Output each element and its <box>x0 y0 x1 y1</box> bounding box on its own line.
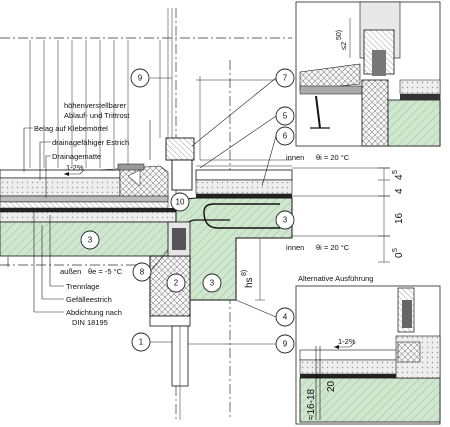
callout-4: 4 <box>283 313 288 322</box>
label-hs: hs <box>244 277 255 288</box>
callout-9-top: 9 <box>138 74 143 83</box>
facade-mullions <box>29 8 173 168</box>
label-drain-2: Ablauf- und Trittrost <box>64 111 130 120</box>
dim-3: 16 <box>394 212 405 224</box>
callout-5: 5 <box>283 112 288 121</box>
dim-4: 0 <box>394 252 405 258</box>
drain-grating <box>117 163 145 171</box>
label-gefaelleestrich: Gefälleestrich <box>66 295 112 304</box>
callouts: 9 7 5 6 10 3 3 3 2 8 4 1 9 <box>80 68 295 354</box>
label-theta-out: θe = -5 °C <box>88 267 123 276</box>
label-aussen: außen <box>60 267 81 276</box>
callout-8: 8 <box>140 268 145 277</box>
label-belag: Belag auf Klebemörtel <box>34 124 108 133</box>
label-slope-main: 1-2% <box>66 163 84 172</box>
label-hs-sup: 8) <box>241 270 248 276</box>
concrete-slab <box>175 197 293 301</box>
callout-10: 10 <box>176 198 185 207</box>
callout-9-bottom: 9 <box>283 340 288 349</box>
callout-3-left: 3 <box>88 236 93 245</box>
alt-slope: 1-2% <box>338 337 356 346</box>
dim-4-sup: 5 <box>392 248 399 252</box>
dimension-chain: 4 5 4 16 0 5 <box>292 167 405 263</box>
label-trennlage: Trennlage <box>66 282 100 291</box>
dim-1-sup: 5 <box>392 170 399 174</box>
label-abdichtung-2: DIN 18195 <box>72 318 108 327</box>
detail-top-dim-sup: 50) <box>336 30 343 40</box>
callout-3-lower: 3 <box>210 279 215 288</box>
alt-title: Alternative Ausführung <box>298 274 373 283</box>
label-innen-top: innen <box>286 153 304 162</box>
alt-dim-a: ≈16-18 <box>306 388 317 420</box>
dim-1: 4 <box>394 174 405 180</box>
callout-3-right: 3 <box>283 216 288 225</box>
window-frame <box>165 137 195 161</box>
detail-top-dim: ≤2 <box>339 42 348 50</box>
label-innen-bottom: innen <box>286 243 304 252</box>
callout-1: 1 <box>139 338 144 347</box>
label-abdichtung: Abdichtung nach <box>66 308 122 317</box>
alt-dim-b: 20 <box>326 380 337 392</box>
dim-2: 4 <box>394 188 405 194</box>
callout-6: 6 <box>283 132 288 141</box>
label-drain: höhenverstellbarer <box>64 101 127 110</box>
label-drainagematte: Drainagematte <box>52 152 101 161</box>
detail-top-right: ≤2 50) <box>295 1 441 147</box>
label-theta-bottom: θi = 20 °C <box>316 243 350 252</box>
label-theta-top: θi = 20 °C <box>316 153 350 162</box>
label-estrich: drainagefähiger Estrich <box>52 138 129 147</box>
callout-7: 7 <box>283 74 288 83</box>
detail-alternative: 1-2% ≈16-18 20 <box>295 285 441 425</box>
callout-2: 2 <box>174 279 179 288</box>
